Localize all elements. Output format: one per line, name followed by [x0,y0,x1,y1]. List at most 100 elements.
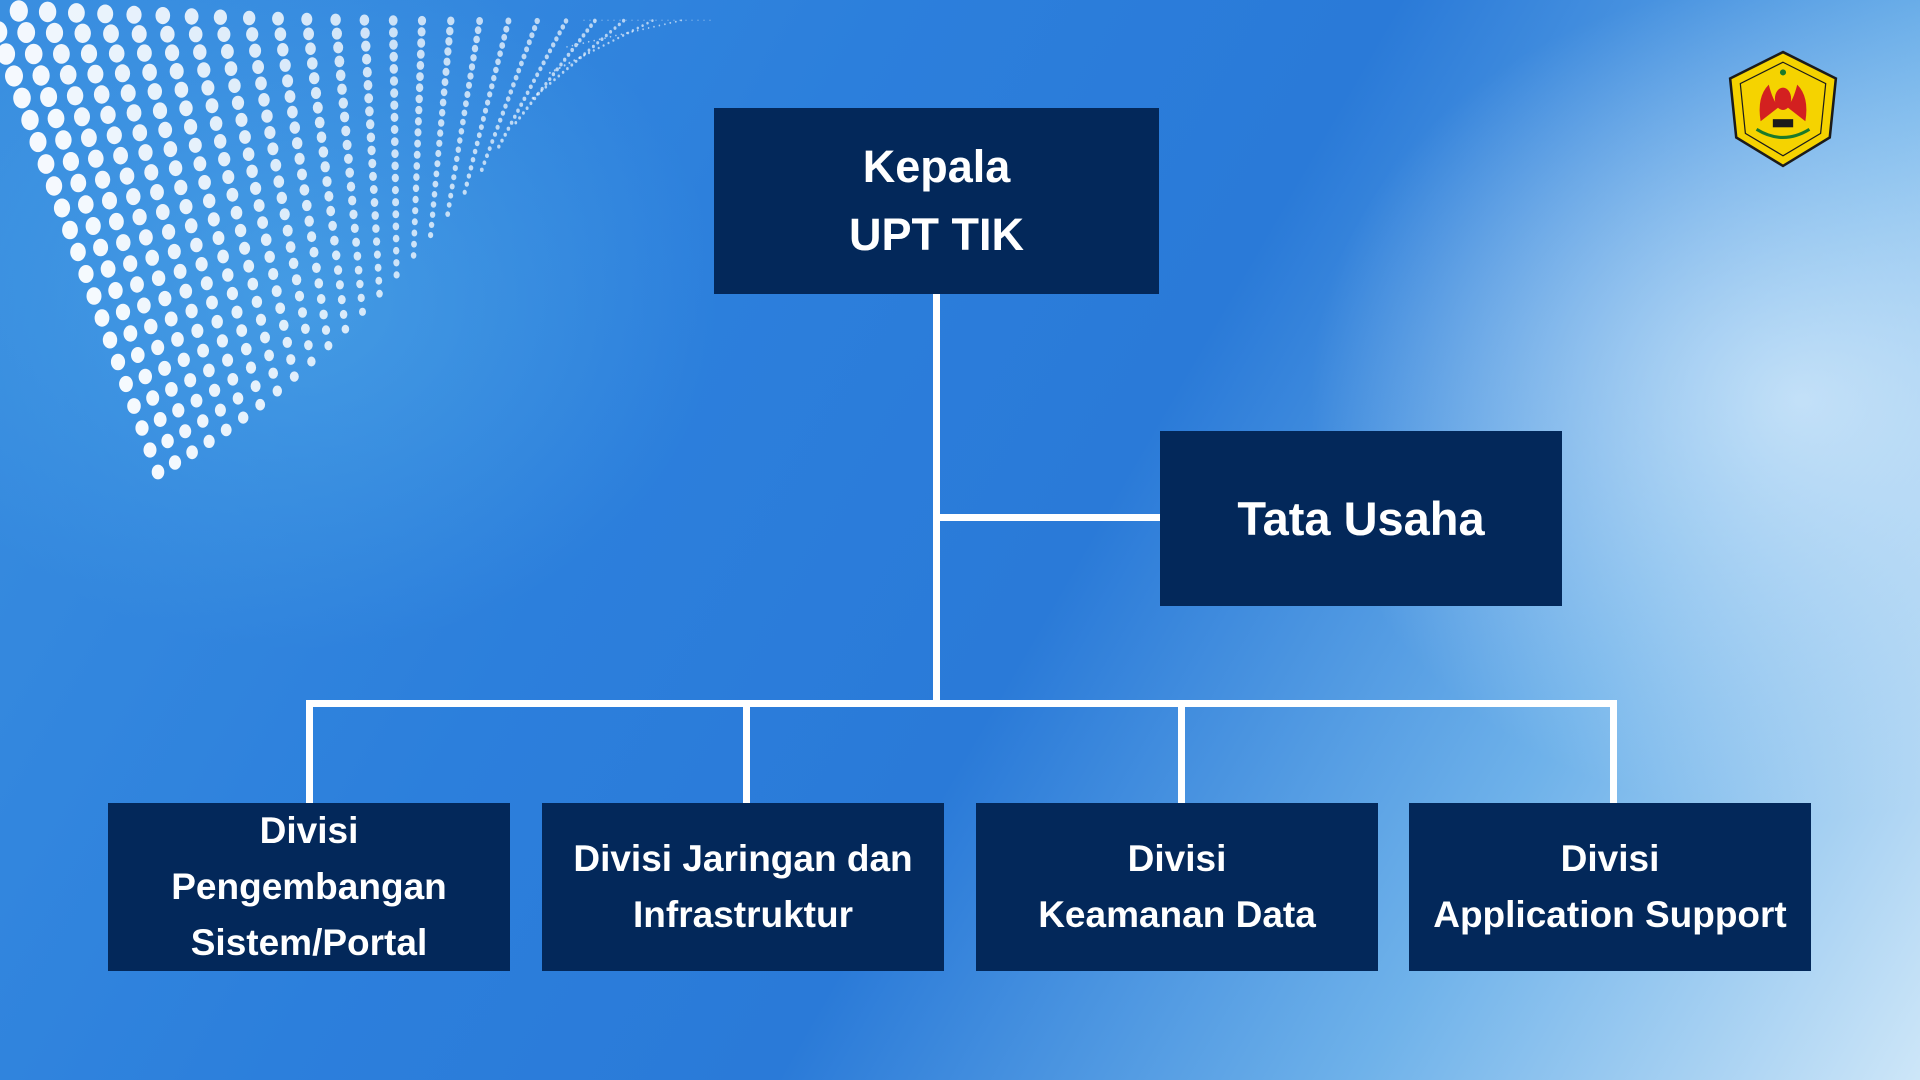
decor-dot [285,241,296,253]
decor-dot [544,54,549,60]
decor-dot [81,128,97,148]
decor-dot [468,63,476,71]
decor-dot [602,44,605,47]
decor-dot [631,19,633,21]
decor-dot [135,420,149,436]
decor-dot [172,403,185,418]
decor-dot [411,218,418,226]
decor-dot [218,152,231,167]
decor-dot [367,145,376,156]
decor-dot [501,33,508,41]
decor-dot [227,373,239,386]
decor-dot [440,88,448,97]
decor-dot [373,250,381,259]
decor-dot [417,38,426,48]
decor-dot [547,48,553,54]
decor-dot [468,165,474,171]
decor-dot [432,180,439,188]
decor-dot [197,414,209,428]
decor-dot [480,115,486,122]
decor-dot [593,39,595,42]
decor-dot [93,85,110,104]
decor-dot [362,66,372,78]
decor-dot [80,44,98,64]
decor-dot [433,170,440,178]
decor-dot [466,81,472,89]
decor-dot [145,249,159,266]
decor-dot [226,187,239,202]
decor-dot [411,240,417,248]
decor-dot [566,52,571,57]
decor-dot [697,19,699,21]
decor-dot [24,43,43,65]
decor-dot [158,121,173,139]
decor-dot [316,294,326,304]
decor-dot [102,191,117,210]
decor-dot [455,146,461,153]
decor-dot [709,19,711,21]
decor-dot [519,60,524,67]
decor-dot [374,263,382,272]
decor-dot [538,66,543,72]
decor-dot [203,193,216,209]
decor-dot [201,80,215,96]
division-2-line-2: Infrastruktur [633,894,853,935]
decor-dot [519,102,524,107]
decor-dot [508,89,514,95]
decor-dot [335,280,344,290]
decor-dot [554,36,559,42]
decor-dot [228,78,241,93]
decor-dot [392,222,400,231]
decor-dot [464,181,469,187]
decor-dot [66,86,84,106]
decor-dot [97,4,114,24]
decor-dot [596,41,600,45]
decor-dot [131,25,147,43]
decor-dot [521,53,527,60]
decor-dot [646,21,649,25]
decor-dot [443,57,451,66]
decor-dot [582,42,585,44]
decor-dot [390,88,399,98]
decor-dot [592,49,595,52]
decor-dot [231,305,243,319]
decor-dot [649,19,651,21]
decor-dot [264,250,275,263]
decor-dot [416,49,425,59]
decor-dot [309,246,319,258]
decor-dot [195,257,208,272]
decor-dot [467,72,474,80]
decor-dot [505,17,512,25]
decor-dot [331,27,342,40]
decor-dot [464,91,471,98]
decor-dot [621,34,625,37]
decor-dot [392,210,400,219]
decor-dot [186,445,198,460]
decor-dot [389,27,398,38]
decor-dot [138,368,152,385]
decor-dot [255,398,266,411]
decor-dot [70,173,87,193]
decor-dot [498,117,503,123]
decor-dot [251,295,263,308]
decor-dot [232,392,244,405]
decor-dot [524,46,530,53]
decor-dot [158,290,172,307]
decor-dot [307,231,317,243]
decor-dot [474,140,480,147]
division-1-line-2: Pengembangan [171,866,447,907]
decor-dot [319,309,328,320]
decor-dot [126,5,142,24]
decor-dot [328,220,337,231]
decor-dot [282,336,292,348]
decor-dot [615,34,617,37]
decor-dot [359,14,370,26]
decor-dot [53,44,70,64]
decor-dot [446,26,454,36]
decor-dot [332,250,341,261]
decor-dot [164,311,178,327]
decor-dot [235,112,248,127]
decor-dot [143,442,157,458]
decor-dot [241,342,252,356]
decor-dot [85,217,101,235]
